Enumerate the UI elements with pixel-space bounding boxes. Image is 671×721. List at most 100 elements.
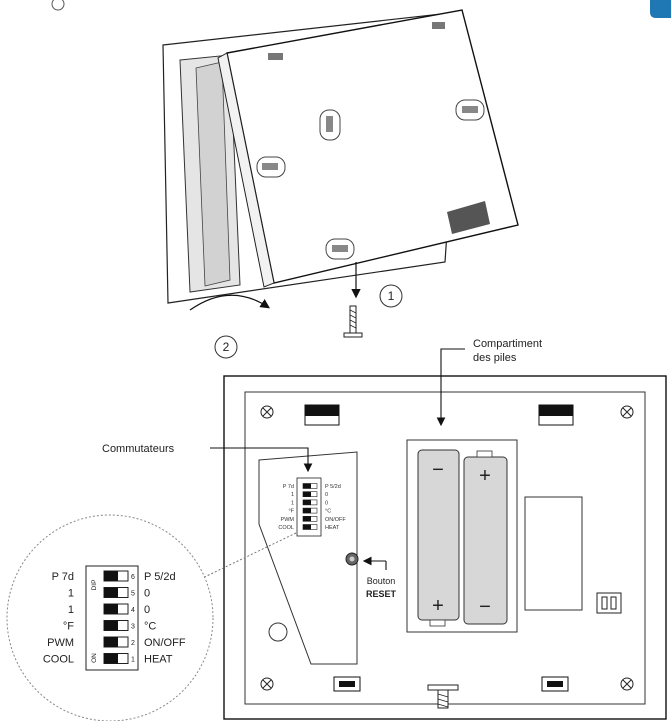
dip-row-right-label: HEAT xyxy=(144,654,173,666)
screw-icon xyxy=(343,305,363,338)
dip-row-number: 5 xyxy=(131,591,135,598)
battery-right-plus: + xyxy=(479,465,491,487)
header-circle-icon xyxy=(51,0,65,11)
small-dip-knob xyxy=(303,483,311,489)
small-dip-left-label: P 7d xyxy=(283,484,294,490)
small-dip-row: PWM ON/OFF xyxy=(281,515,346,523)
dip-slider-knob xyxy=(104,620,118,631)
battery-right: + − xyxy=(463,450,508,625)
callout-battery-line1: Compartiment xyxy=(473,338,542,350)
board-mounting-hole xyxy=(268,622,288,642)
slot-hole xyxy=(256,156,286,178)
callout-switches: Commutateurs xyxy=(102,443,313,473)
cover-tab-top-left xyxy=(268,53,283,60)
callout-switches-label: Commutateurs xyxy=(102,443,175,455)
dip-switch-row: COOL 1 HEAT xyxy=(43,653,173,666)
callout-battery-compartment: Compartiment des piles xyxy=(436,338,542,427)
bottom-screw-icon xyxy=(427,684,459,709)
dip-row-left-label: COOL xyxy=(43,654,74,666)
terminal-module xyxy=(524,496,583,611)
bottom-clip xyxy=(541,676,569,692)
battery-right-minus: − xyxy=(479,596,491,618)
battery-left-minus: − xyxy=(432,459,444,481)
small-dip-row: P 7d P 5/2d xyxy=(283,483,341,490)
dip-row-number: 1 xyxy=(131,657,135,664)
thermostat-cover-edge xyxy=(217,52,275,288)
small-dip-right-label: HEAT xyxy=(325,525,340,531)
dip-row-right-label: °C xyxy=(144,621,156,633)
dip-switch-body xyxy=(85,565,139,671)
connector-icon xyxy=(596,592,622,614)
slot-hole xyxy=(455,99,485,121)
dip-slider-knob xyxy=(104,604,118,614)
step-2-circle xyxy=(214,335,238,359)
reset-button[interactable] xyxy=(345,552,359,566)
reset-label-line1: Bouton xyxy=(367,576,396,586)
small-dip-right-label: 0 xyxy=(325,492,328,498)
dip-row-left-label: PWM xyxy=(47,637,74,649)
small-dip-left-label: 1 xyxy=(291,492,294,498)
callout-battery-line2: des piles xyxy=(473,352,517,364)
thermostat-cover xyxy=(226,9,519,284)
reset-label-line2: RESET xyxy=(366,589,397,599)
dip-row-right-label: 0 xyxy=(144,604,150,616)
dip-row-right-label: 0 xyxy=(144,588,150,600)
dip-header-label: DIP xyxy=(91,580,98,591)
dip-switch-row: 1 5 0 xyxy=(68,587,150,600)
base-plate-inner xyxy=(195,61,231,287)
dip-slider-knob xyxy=(104,587,118,598)
cover-latch xyxy=(447,201,490,234)
small-dip-knob xyxy=(303,499,311,505)
corner-tab xyxy=(650,0,671,18)
dip-row-number: 3 xyxy=(131,624,135,631)
dip-on-label: ON xyxy=(91,653,98,663)
dip-row-right-label: P 5/2d xyxy=(144,571,176,583)
small-dip-right-label: P 5/2d xyxy=(325,484,341,490)
slot-hole xyxy=(325,238,355,260)
small-dip-row: °F °C xyxy=(288,507,331,515)
small-dip-left-label: °F xyxy=(288,509,294,515)
small-dip-knob xyxy=(303,491,311,497)
dip-row-left-label: 1 xyxy=(68,604,74,616)
step-1-label: 1 xyxy=(388,289,395,303)
small-dip-knob xyxy=(303,524,311,530)
dip-switch-row: 1 4 0 xyxy=(68,603,150,616)
slot-hole xyxy=(319,109,341,141)
dip-slider-knob xyxy=(104,637,118,647)
small-dip-left-label: 1 xyxy=(291,500,294,506)
dip-row-left-label: P 7d xyxy=(52,571,74,583)
small-dip-knob xyxy=(303,516,311,522)
header-fragment xyxy=(51,0,65,11)
small-dip-right-label: °C xyxy=(325,509,331,515)
top-clip xyxy=(538,404,574,426)
small-dip-left-label: COOL xyxy=(278,525,294,531)
dip-row-left-label: °F xyxy=(63,621,74,633)
small-dip-left-label: PWM xyxy=(281,517,295,523)
small-dip-right-label: ON/OFF xyxy=(325,517,346,523)
step-2-label: 2 xyxy=(223,340,230,354)
battery-left-plus: + xyxy=(432,595,444,617)
corner-screw-icon xyxy=(260,677,274,691)
rotate-arrow xyxy=(189,294,271,311)
dip-slider-knob xyxy=(104,571,118,581)
corner-screw-icon xyxy=(260,405,274,419)
battery-left: − + xyxy=(417,449,460,627)
small-dip-row: COOL HEAT xyxy=(278,524,340,531)
wall-mounting-illustration: 1 2 xyxy=(162,9,519,359)
circuit-board xyxy=(258,451,358,665)
dip-switch-row: °F 3 °C xyxy=(63,620,156,633)
step-1-circle xyxy=(379,284,403,308)
dip-row-left-label: 1 xyxy=(68,588,74,600)
dip-slider-knob xyxy=(104,653,118,664)
bottom-clip xyxy=(333,676,361,692)
cover-tab-top-right xyxy=(432,22,445,29)
dip-row-right-label: ON/OFF xyxy=(144,637,186,649)
dip-row-number: 4 xyxy=(131,607,135,614)
